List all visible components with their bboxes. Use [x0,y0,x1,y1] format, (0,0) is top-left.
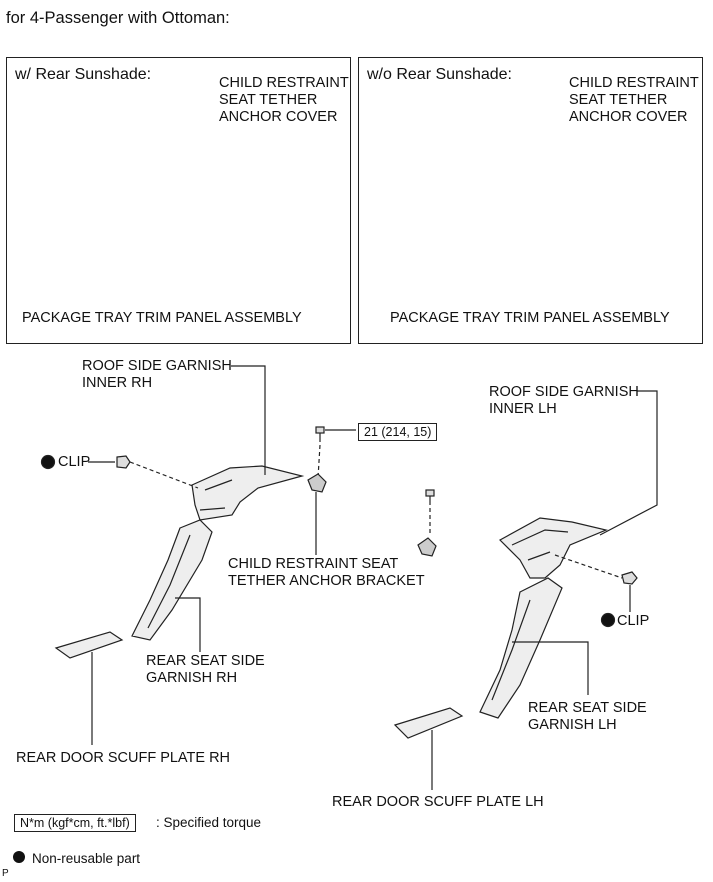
roof-lh-label-2: INNER LH [489,401,557,417]
panel-title: w/ Rear Sunshade: [15,66,152,83]
legend-nonreusable: Non-reusable part [32,851,141,866]
clip-left-part [116,455,131,469]
cover-label-left-2: SEAT TETHER [219,92,318,108]
tether-bracket-lh [417,537,437,557]
cover-label-right-3: ANCHOR COVER [569,109,688,125]
rear-seat-lh-label-2: GARNISH LH [528,717,617,733]
legend-nonreusable-dot [13,851,25,863]
legend-torque-units: N*m (kgf*cm, ft.*lbf) [14,814,136,832]
scuff-rh-label: REAR DOOR SCUFF PLATE RH [16,750,231,766]
page-title: for 4-Passenger with Ottoman: [6,9,230,27]
corner-mark: P [2,868,9,879]
roof-side-garnish-rh-part [191,465,305,521]
scuff-lh-label: REAR DOOR SCUFF PLATE LH [332,794,544,810]
roof-side-garnish-lh-part [499,517,608,579]
panel-with-sunshade: w/ Rear Sunshade: [6,57,351,344]
torque-value-box: 21 (214, 15) [358,423,438,441]
tether-bracket-rh [307,473,327,493]
roof-lh-label-1: ROOF SIDE GARNISH [489,384,639,400]
clip-right-label: CLIP [617,613,650,629]
legend-torque-desc: : Specified torque [156,815,262,830]
tray-label-left: PACKAGE TRAY TRIM PANEL ASSEMBLY [22,310,302,326]
nonreusable-dot-left [40,454,56,470]
cover-label-left-1: CHILD RESTRAINT [219,75,349,91]
nonreusable-dot-right [600,612,616,628]
scuff-plate-rh-part [54,631,124,659]
tray-label-right: PACKAGE TRAY TRIM PANEL ASSEMBLY [390,310,670,326]
cover-label-right-1: CHILD RESTRAINT [569,75,699,91]
panel-without-sunshade: w/o Rear Sunshade: [358,57,703,344]
panel-title: w/o Rear Sunshade: [367,66,512,83]
bracket-label-1: CHILD RESTRAINT SEAT [228,556,399,572]
clip-right-part [621,571,638,585]
rear-seat-lh-label-1: REAR SEAT SIDE [528,700,647,716]
rear-seat-rh-label-1: REAR SEAT SIDE [146,653,265,669]
roof-rh-label-2: INNER RH [82,375,153,391]
rear-seat-rh-label-2: GARNISH RH [146,670,238,686]
cover-label-right-2: SEAT TETHER [569,92,668,108]
cover-label-left-3: ANCHOR COVER [219,109,338,125]
rear-seat-side-garnish-lh-part [479,577,563,719]
bracket-label-2: TETHER ANCHOR BRACKET [228,573,425,589]
roof-rh-label-1: ROOF SIDE GARNISH [82,358,232,374]
clip-left-label: CLIP [58,454,91,470]
scuff-plate-lh-part [393,707,464,739]
